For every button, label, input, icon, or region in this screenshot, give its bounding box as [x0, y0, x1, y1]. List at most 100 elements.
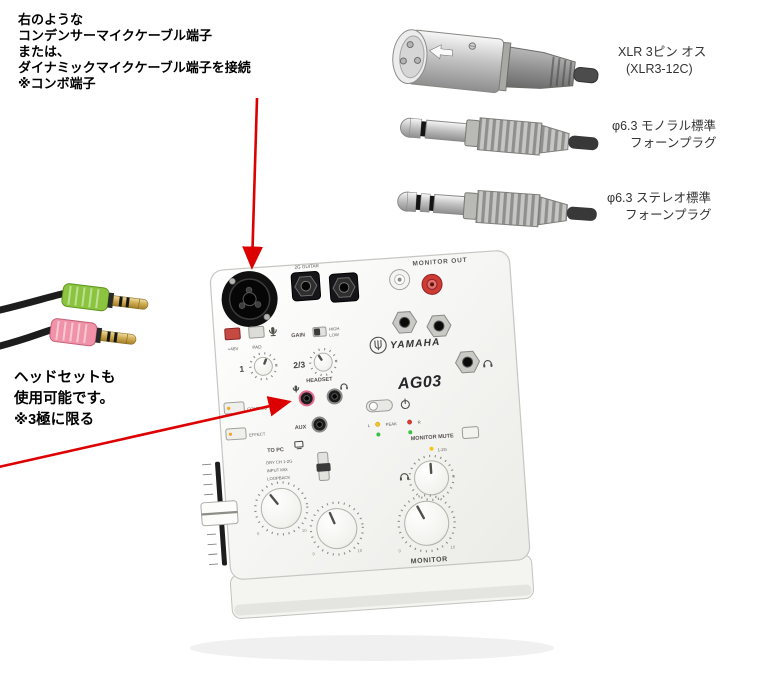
effect-label: EFFECT [249, 431, 266, 437]
headset-label: HEADSET [306, 376, 333, 384]
sig-led-left [376, 432, 381, 437]
pad-button [248, 325, 265, 339]
peak-label: PEAK [386, 421, 398, 427]
level-knob-ch23: 0 10 [254, 481, 309, 536]
monitor-label: MONITOR [411, 556, 449, 566]
monitor-jack-l [392, 311, 418, 334]
guitar-label: 2G GUITAR [294, 263, 319, 270]
headset-annotation-line: ※3極に限る [14, 412, 95, 428]
led-l-label: L [368, 423, 371, 428]
gain-knob-ch1 [249, 352, 278, 381]
mic-annotation: 右のような コンデンサーマイクケーブル端子 または、 ダイナミックマイクケーブル… [18, 12, 251, 92]
arrow-to-combo-jack [242, 97, 263, 270]
monitor-mute-label: MONITOR MUTE [411, 433, 455, 442]
mic-annotation-line: ※コンボ端子 [18, 76, 96, 91]
xlr-label-line1: XLR 3ピン オス [618, 45, 706, 59]
combo-jack-input [221, 271, 278, 328]
fader-cap [200, 500, 239, 527]
aux-jack [311, 416, 328, 433]
mixer-shadow [190, 635, 554, 661]
xlr-boot [505, 46, 576, 89]
mic-annotation-line: または、 [18, 44, 71, 59]
yamaha-logo: YAMAHA [369, 336, 441, 354]
mic-icon [268, 327, 277, 337]
power-icon [400, 398, 410, 410]
xlr-orientation-arrow-icon [429, 44, 454, 60]
headset-annotation-line: ヘッドセットも [14, 370, 116, 386]
knob-scale-max: 10 [302, 528, 308, 533]
phantom-label: +48V [227, 346, 239, 352]
xlr-pin [414, 56, 422, 64]
xlr-plug-illustration [392, 29, 599, 94]
phantom-button [224, 327, 241, 341]
headset-annotation: ヘッドセットも 使用可能です。 ※3極に限る [14, 368, 116, 431]
headset-cable-pink [0, 318, 137, 350]
xlr-cable [573, 66, 599, 84]
to-pc-slider [316, 451, 331, 482]
mono-plug-illustration [400, 117, 599, 156]
channel23-label: 2/3 [293, 359, 306, 370]
mono-label-line2: フォーンプラグ [630, 136, 717, 150]
rca-jack-red [421, 273, 443, 295]
monitor-out-label: MONITOR OUT [412, 257, 467, 268]
sig-led-right [408, 430, 413, 435]
knob-scale-min: 0 [257, 531, 260, 536]
monitor-mute-button [461, 426, 480, 439]
aux-level-knob: 0 10 [309, 501, 364, 556]
highlow-switch [312, 326, 327, 338]
headset-mic-jack [298, 390, 315, 407]
to-pc-option-3: LOOPBACK [267, 475, 291, 482]
led-r-label: R [417, 419, 420, 424]
headset-phones-jack [326, 388, 343, 405]
mixer-front-shading [234, 584, 532, 616]
green-mini-plug [61, 283, 149, 312]
monitor-jack-r [426, 314, 452, 338]
brand-label: YAMAHA [390, 337, 441, 351]
gain-label: GAIN [291, 332, 305, 339]
pink-mini-plug [49, 318, 137, 347]
model-label: AG03 [396, 373, 442, 393]
to-pc-label: TO PC [267, 447, 284, 454]
xlr-pin [406, 41, 414, 49]
power-switch [365, 399, 393, 413]
headphone-level-knob [408, 454, 455, 501]
stereo-label-line1: φ6.3 ステレオ標準 [607, 190, 711, 205]
mic-annotation-line: コンデンサーマイクケーブル端子 [18, 28, 212, 43]
ch-12g-label: 1-2G [437, 447, 447, 453]
stereo-plug-illustration [397, 189, 597, 228]
ch-12g-led [429, 446, 434, 451]
guitar-jack-2 [328, 272, 360, 303]
mic-annotation-line: ダイナミックマイクケーブル端子を接続 [18, 60, 251, 75]
mic-annotation-line: 右のような [18, 12, 84, 27]
low-label: LOW [329, 332, 339, 338]
stereo-label-line2: フォーンプラグ [625, 208, 712, 222]
headset-phones-icon [340, 383, 348, 390]
mono-label-line1: φ6.3 モノラル標準 [612, 118, 716, 133]
monitor-level-knob: 0 10 [397, 494, 456, 553]
to-pc-option-1: DRY CH 1-2G [266, 459, 293, 466]
rca-jack-white [389, 269, 411, 291]
phones-out-jack [454, 350, 481, 374]
headset-annotation-line: 使用可能です。 [14, 391, 115, 407]
mixer-device: 2G GUITAR MONITOR OUT [200, 250, 535, 619]
channel1-fader [200, 461, 239, 566]
knob-scale-min: 0 [398, 548, 401, 553]
stereo-plug-cable [566, 206, 597, 221]
pc-icon [294, 440, 304, 450]
tuning-fork-icon [369, 336, 387, 354]
headset-cable-green [0, 283, 149, 314]
xlr-pin [399, 57, 407, 65]
knob-scale-max: 10 [357, 548, 363, 553]
mono-plug-cable [568, 135, 599, 151]
channel1-label: 1 [239, 364, 245, 374]
headset-mic-icon [292, 385, 300, 393]
high-label: HIGH [329, 326, 340, 332]
gain-knob-ch23 [309, 348, 338, 377]
aux-label: AUX [295, 424, 307, 431]
xlr-label-line2: (XLR3-12C) [626, 62, 693, 76]
pad-label: PAD [252, 344, 262, 350]
arrow-to-headset-jacks [0, 396, 292, 468]
level-led-row: L PEAK R [368, 419, 421, 437]
knob-scale-max: 10 [450, 544, 456, 549]
